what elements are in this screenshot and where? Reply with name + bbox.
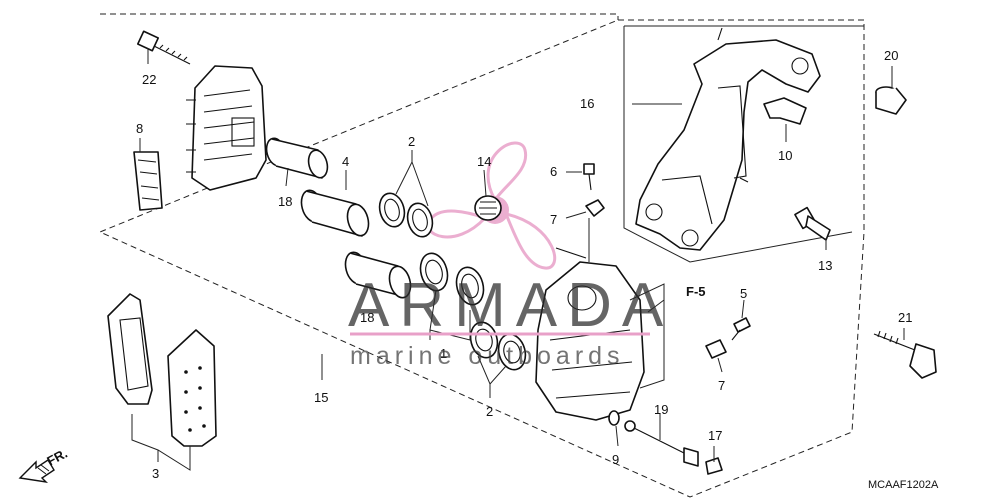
pad-spring-8 [133, 151, 163, 211]
diagram-code: MCAAF1202A [868, 479, 939, 491]
callout-22: 22 [142, 72, 156, 87]
pin-13 [794, 206, 831, 241]
brake-pad-3-right [167, 329, 217, 447]
bleeder-cap-14 [474, 195, 502, 221]
callout-18-upper: 18 [278, 194, 292, 209]
callout-6: 6 [550, 164, 557, 179]
callout-19: 19 [654, 402, 668, 417]
callout-14: 14 [477, 154, 491, 169]
bleeder-6 [583, 163, 595, 191]
sleeve-18-upper [265, 137, 329, 179]
cap-7-lower [705, 339, 727, 359]
sleeve-18-lower [344, 251, 412, 299]
callout-17: 17 [708, 428, 722, 443]
callout-8: 8 [136, 121, 143, 136]
callout-18-lower: 18 [360, 310, 374, 325]
seals-2-upper [378, 192, 434, 238]
callout-1: 1 [440, 346, 447, 361]
front-direction-indicator: FR. [18, 446, 70, 484]
slide-pin-19 [624, 420, 699, 467]
sleeve-4 [300, 189, 370, 237]
callout-15: 15 [314, 390, 328, 405]
bolt-22 [136, 30, 191, 65]
callout-4: 4 [342, 154, 349, 169]
bleeder-5 [731, 317, 751, 341]
retainer-10 [763, 97, 807, 125]
callout-10: 10 [778, 148, 792, 163]
callout-13: 13 [818, 258, 832, 273]
callout-5: 5 [740, 286, 747, 301]
callout-20: 20 [884, 48, 898, 63]
cap-7-upper [585, 199, 605, 262]
callout-7-lower: 7 [718, 378, 725, 393]
callout-21: 21 [898, 310, 912, 325]
callout-2-upper: 2 [408, 134, 415, 149]
callout-7-upper: 7 [550, 212, 557, 227]
washer-9 [608, 410, 620, 426]
callout-3: 3 [152, 466, 159, 481]
callout-9: 9 [612, 452, 619, 467]
seals-1-middle [419, 252, 485, 306]
collar-20 [875, 86, 907, 115]
bolt-21 [873, 330, 937, 379]
callout-2-lower: 2 [486, 404, 493, 419]
callout-16: 16 [580, 96, 594, 111]
caliper-bracket-16 [635, 27, 821, 251]
caliper-body-left [186, 65, 267, 191]
seals-2-lower [469, 321, 527, 371]
brake-pad-3-left [107, 293, 153, 405]
watermark-tagline: marine outboards [350, 342, 625, 370]
assembly-outline [98, 13, 865, 498]
bracket-outline [623, 25, 864, 263]
ref-label: F-5 [686, 284, 706, 299]
direction-arrow-icon [18, 459, 55, 484]
caliper-body-right [535, 247, 645, 421]
watermark-brand: ARMADA [348, 271, 673, 340]
